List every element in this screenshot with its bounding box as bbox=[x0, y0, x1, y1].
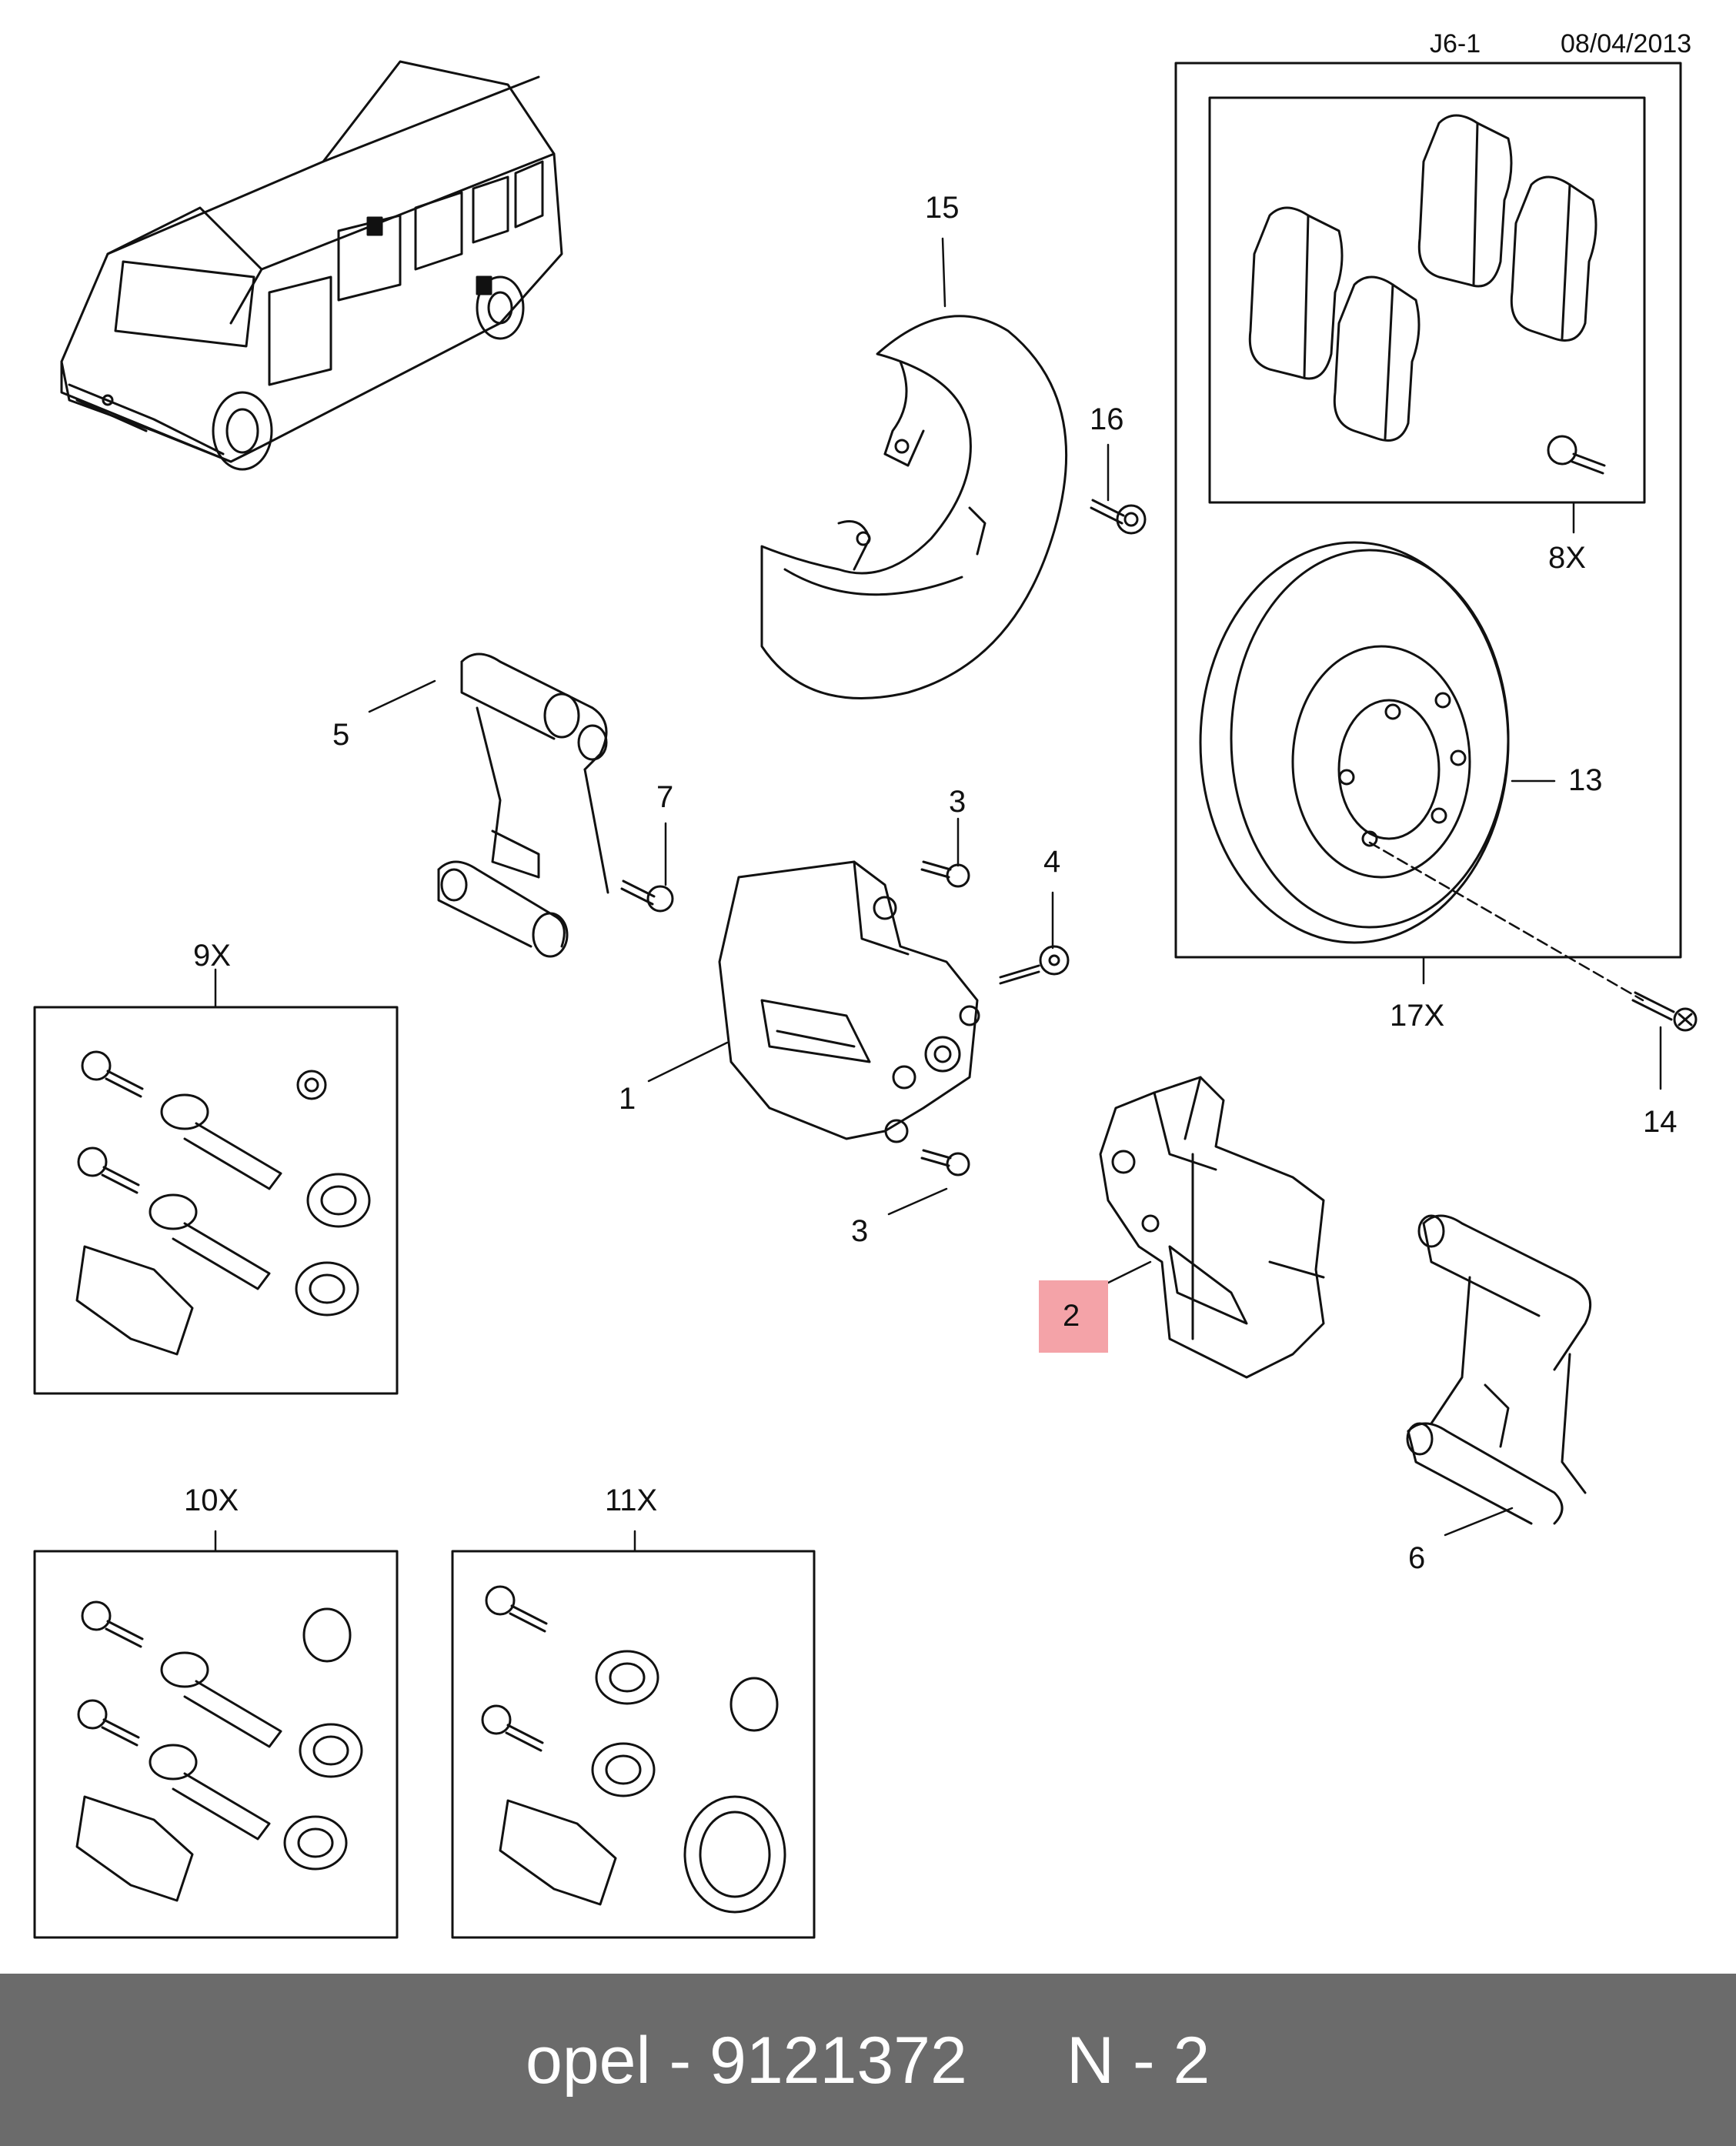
callout-17x[interactable]: 17X bbox=[1390, 999, 1445, 1033]
callout-3-lower[interactable]: 3 bbox=[851, 1214, 869, 1248]
brake-pads-part-8 bbox=[1248, 114, 1597, 442]
bolt-part-8 bbox=[1547, 435, 1606, 475]
callout-7[interactable]: 7 bbox=[656, 780, 674, 814]
page-code: J6-1 bbox=[1430, 29, 1481, 58]
brake-disc-part-13 bbox=[1199, 541, 1510, 944]
bolt-part-3-upper bbox=[920, 860, 970, 888]
kit-box-8x bbox=[1208, 96, 1646, 504]
callout-2[interactable]: 2 bbox=[1063, 1299, 1080, 1333]
bolt-part-16 bbox=[1090, 499, 1147, 535]
dust-shield-part-15 bbox=[760, 315, 1068, 699]
callout-13[interactable]: 13 bbox=[1568, 763, 1603, 797]
callout-4[interactable]: 4 bbox=[1043, 845, 1061, 879]
bleed-screw-part-4 bbox=[999, 945, 1070, 985]
parts-diagram bbox=[33, 60, 1698, 1939]
caliper-part-2 bbox=[1099, 1076, 1325, 1379]
callout-10x[interactable]: 10X bbox=[184, 1484, 239, 1517]
leader-lines bbox=[214, 237, 1662, 1553]
screw-part-14 bbox=[1631, 991, 1698, 1032]
selected-part-highlight bbox=[1039, 1280, 1108, 1353]
bolt-part-7 bbox=[620, 879, 674, 913]
caliper-part-1 bbox=[718, 860, 980, 1143]
kit-box-10x bbox=[33, 1550, 399, 1939]
kit-contents-9x bbox=[75, 1050, 371, 1356]
kit-box-11x bbox=[451, 1550, 816, 1939]
footer-position: N - 2 bbox=[1067, 2024, 1210, 2098]
callout-1[interactable]: 1 bbox=[619, 1082, 636, 1116]
bolt-part-3-lower bbox=[920, 1149, 970, 1176]
callout-9x[interactable]: 9X bbox=[193, 939, 231, 973]
van-illustration bbox=[60, 60, 563, 471]
kit-contents-11x bbox=[481, 1585, 786, 1914]
kit-contents-10x bbox=[75, 1600, 363, 1902]
footer-bar bbox=[0, 1974, 1736, 2146]
caliper-carrier-part-5 bbox=[437, 652, 609, 958]
callout-16[interactable]: 16 bbox=[1090, 402, 1124, 436]
diagram-date: 08/04/2013 bbox=[1561, 29, 1692, 58]
kit-box-9x bbox=[33, 1006, 399, 1395]
callout-15[interactable]: 15 bbox=[925, 191, 960, 225]
kit-box-17x bbox=[1174, 62, 1682, 959]
callout-8x[interactable]: 8X bbox=[1548, 541, 1586, 575]
caliper-carrier-part-6 bbox=[1406, 1214, 1592, 1525]
callout-11x[interactable]: 11X bbox=[605, 1484, 658, 1517]
callout-3-upper[interactable]: 3 bbox=[949, 785, 966, 819]
footer-part-number: opel - 9121372 bbox=[526, 2024, 967, 2098]
callout-14[interactable]: 14 bbox=[1643, 1105, 1678, 1139]
callout-5[interactable]: 5 bbox=[332, 718, 350, 752]
callout-6[interactable]: 6 bbox=[1408, 1541, 1426, 1575]
